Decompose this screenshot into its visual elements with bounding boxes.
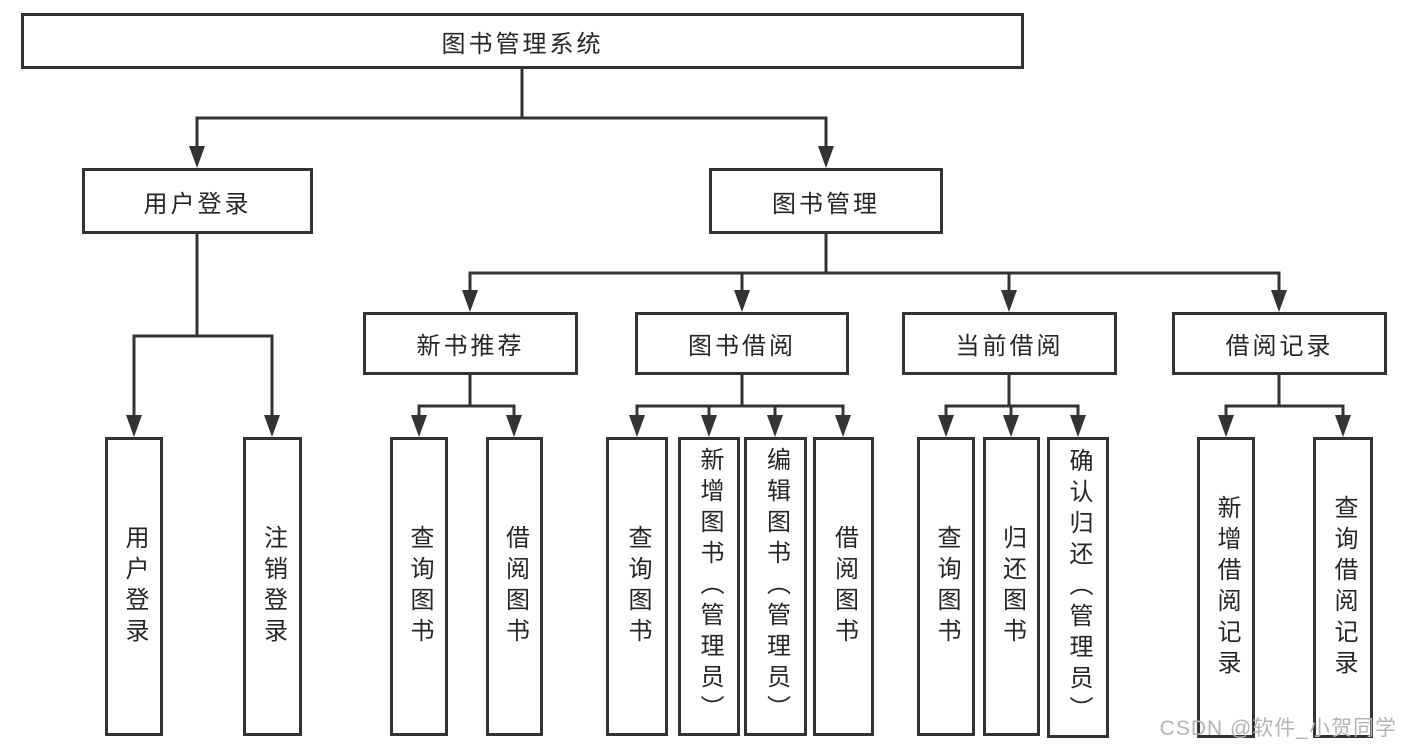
leaf-current-query-book-label: 查询图书	[933, 524, 960, 649]
node-current-borrow: 当前借阅	[902, 312, 1117, 375]
leaf-borrow-query-book: 查询图书	[606, 437, 668, 736]
leaf-user-login: 用户登录	[105, 437, 163, 736]
node-root-label: 图书管理系统	[441, 30, 604, 58]
leaf-record-query: 查询借阅记录	[1313, 437, 1373, 738]
leaf-user-login-label: 用户登录	[121, 524, 148, 649]
leaf-newbook-query-book-label: 查询图书	[406, 524, 433, 649]
node-new-book-recommend-label: 新书推荐	[416, 333, 525, 360]
node-root: 图书管理系统	[21, 13, 1024, 69]
leaf-current-return-book-label: 归还图书	[998, 524, 1026, 649]
node-user-login-label: 用户登录	[143, 190, 252, 218]
leaf-current-return-book: 归还图书	[983, 437, 1040, 736]
csdn-watermark: CSDN @软件_小贺同学	[1159, 717, 1397, 740]
leaf-logout: 注销登录	[243, 437, 302, 736]
leaf-borrow-edit-book: 编辑图书（管理员）	[744, 437, 807, 736]
leaf-borrow-borrow-book: 借阅图书	[813, 437, 874, 736]
leaf-current-confirm-return: 确认归还（管理员）	[1047, 437, 1109, 738]
leaf-newbook-borrow-book-label: 借阅图书	[501, 524, 529, 649]
leaf-borrow-add-book: 新增图书（管理员）	[678, 437, 740, 736]
leaf-logout-label: 注销登录	[259, 524, 287, 649]
leaf-borrow-query-book-label: 查询图书	[624, 524, 651, 649]
leaf-newbook-borrow-book: 借阅图书	[486, 437, 543, 736]
node-book-borrow-label: 图书借阅	[688, 333, 796, 360]
leaf-newbook-query-book: 查询图书	[390, 437, 448, 736]
node-borrow-record: 借阅记录	[1172, 312, 1387, 375]
leaf-record-add: 新增借阅记录	[1197, 437, 1255, 738]
node-new-book-recommend: 新书推荐	[363, 312, 578, 375]
node-current-borrow-label: 当前借阅	[955, 333, 1064, 360]
leaf-current-query-book: 查询图书	[917, 437, 975, 736]
leaf-borrow-edit-book-label: 编辑图书（管理员）	[762, 447, 790, 726]
node-borrow-record-label: 借阅记录	[1225, 333, 1334, 360]
leaf-record-query-label: 查询借阅记录	[1330, 494, 1357, 681]
node-user-login: 用户登录	[82, 168, 313, 234]
leaf-borrow-borrow-book-label: 借阅图书	[830, 524, 858, 649]
leaf-record-add-label: 新增借阅记录	[1213, 494, 1240, 681]
node-book-borrow: 图书借阅	[635, 312, 849, 375]
node-book-management-label: 图书管理	[772, 190, 880, 218]
node-book-management: 图书管理	[709, 168, 943, 234]
leaf-borrow-add-book-label: 新增图书（管理员）	[696, 447, 723, 726]
leaf-current-confirm-return-label: 确认归还（管理员）	[1065, 448, 1092, 727]
